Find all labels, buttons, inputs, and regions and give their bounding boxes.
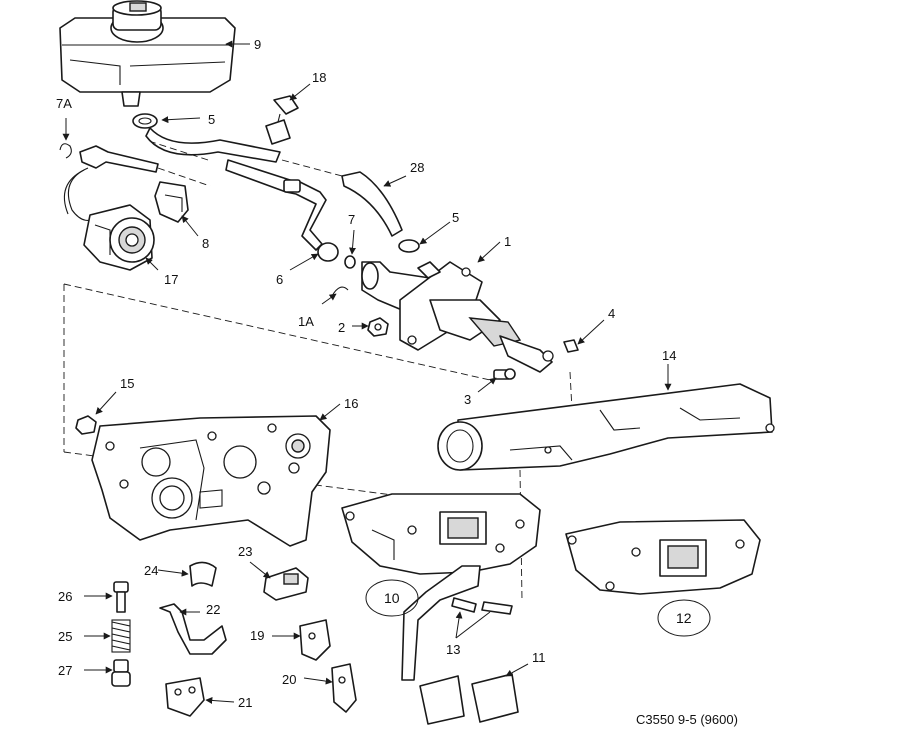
hose-clip-5-top bbox=[132, 113, 158, 129]
clip-4 bbox=[563, 339, 579, 353]
callout-23: 23 bbox=[238, 544, 252, 559]
callout-5-mid: 5 bbox=[452, 210, 459, 225]
switch-23 bbox=[263, 567, 309, 601]
callout-labels: 9 5 7A 18 28 5 1 7 6 8 17 1A 2 3 4 14 15… bbox=[56, 37, 738, 727]
clip-24 bbox=[189, 561, 217, 587]
clip-7a bbox=[59, 143, 72, 159]
callout-7: 7 bbox=[348, 212, 355, 227]
callout-17: 17 bbox=[164, 272, 178, 287]
callout-3: 3 bbox=[464, 392, 471, 407]
callout-11: 11 bbox=[532, 650, 546, 665]
callout-2: 2 bbox=[338, 320, 345, 335]
callout-18: 18 bbox=[312, 70, 326, 85]
clip-18 bbox=[265, 95, 299, 145]
pin-3 bbox=[493, 368, 516, 380]
pedal-bracket-12 bbox=[565, 519, 761, 595]
spring-25 bbox=[111, 619, 131, 653]
callout-1a: 1A bbox=[298, 314, 314, 329]
callout-5-top: 5 bbox=[208, 112, 215, 127]
reservoir-hose bbox=[145, 127, 281, 163]
firewall-plate bbox=[91, 415, 331, 547]
bracket-21 bbox=[165, 677, 205, 717]
callout-28: 28 bbox=[410, 160, 424, 175]
callout-21: 21 bbox=[238, 695, 252, 710]
callout-15: 15 bbox=[120, 376, 134, 391]
bolts-13 bbox=[451, 597, 513, 615]
clutch-pedal bbox=[401, 565, 519, 725]
clip-7 bbox=[344, 255, 356, 269]
callout-1: 1 bbox=[504, 234, 511, 249]
callout-24: 24 bbox=[144, 563, 158, 578]
callout-circle-10 bbox=[365, 579, 419, 617]
nut-15 bbox=[75, 415, 97, 435]
pedal-bracket-10 bbox=[341, 493, 541, 575]
callout-12: 12 bbox=[676, 610, 692, 626]
fluid-reservoir bbox=[59, 0, 236, 107]
bracket-19 bbox=[299, 619, 331, 661]
callout-22: 22 bbox=[206, 602, 220, 617]
concentric-slave-cylinder bbox=[83, 204, 155, 271]
callout-6: 6 bbox=[276, 272, 283, 287]
callout-20: 20 bbox=[282, 672, 296, 687]
pedal-bracket-tube bbox=[437, 383, 775, 471]
pressure-pipe bbox=[225, 159, 339, 262]
callout-9: 9 bbox=[254, 37, 261, 52]
callout-10: 10 bbox=[384, 590, 400, 606]
callout-19: 19 bbox=[250, 628, 264, 643]
callout-26: 26 bbox=[58, 589, 72, 604]
callout-13: 13 bbox=[446, 642, 460, 657]
sleeve-27 bbox=[111, 659, 131, 687]
callout-27: 27 bbox=[58, 663, 72, 678]
callout-25: 25 bbox=[58, 629, 72, 644]
master-cylinder bbox=[361, 261, 554, 373]
callout-14: 14 bbox=[662, 348, 676, 363]
hose-clip-5-mid bbox=[398, 239, 420, 253]
bracket-8 bbox=[154, 181, 189, 223]
callout-7a: 7A bbox=[56, 96, 72, 111]
bracket-20 bbox=[331, 663, 357, 713]
callout-4: 4 bbox=[608, 306, 615, 321]
nut-2 bbox=[367, 317, 389, 337]
callout-8: 8 bbox=[202, 236, 209, 251]
drawing-code: C3550 9-5 (9600) bbox=[636, 712, 738, 727]
stop-screw-26 bbox=[113, 581, 129, 613]
callout-circle-12 bbox=[657, 599, 711, 637]
leader-lines bbox=[62, 40, 672, 704]
supply-hose bbox=[341, 171, 403, 237]
callout-16: 16 bbox=[344, 396, 358, 411]
